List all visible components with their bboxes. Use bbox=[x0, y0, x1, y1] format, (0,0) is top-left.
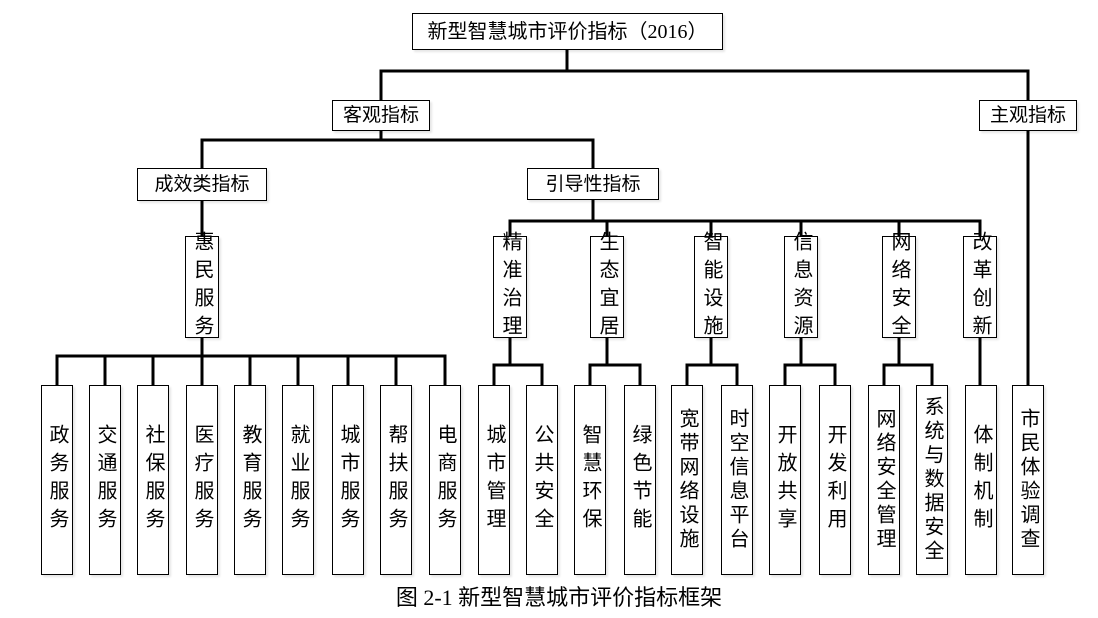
node-label: 政务服务 bbox=[46, 424, 68, 536]
node-effectiveness-indicators: 成效类指标 bbox=[137, 168, 267, 201]
node-assistance-services: 帮扶服务 bbox=[380, 385, 412, 575]
node-label: 城市管理 bbox=[483, 424, 505, 536]
node-network-security: 网络安全 bbox=[882, 231, 916, 343]
node-label: 开放共享 bbox=[774, 424, 796, 536]
node-root: 新型智慧城市评价指标（2016） bbox=[412, 13, 723, 50]
node-subjective-indicators: 主观指标 bbox=[979, 100, 1077, 131]
node-guiding-indicators: 引导性指标 bbox=[527, 168, 659, 200]
node-city-services: 城市服务 bbox=[332, 385, 364, 575]
node-label: 信息资源 bbox=[790, 231, 812, 343]
node-label: 惠民服务 bbox=[191, 231, 213, 343]
node-label: 改革创新 bbox=[969, 231, 991, 343]
node-label: 医疗服务 bbox=[191, 424, 213, 536]
node-label: 教育服务 bbox=[239, 424, 261, 536]
node-label: 电商服务 bbox=[434, 424, 456, 536]
node-label: 精准治理 bbox=[499, 231, 521, 343]
node-label: 公共安全 bbox=[531, 424, 553, 536]
node-government-services: 政务服务 bbox=[41, 385, 73, 575]
node-label: 体制机制 bbox=[970, 424, 992, 536]
node-label: 宽带网络设施 bbox=[676, 408, 698, 552]
node-network-security-management: 网络安全管理 bbox=[868, 385, 900, 575]
node-label: 新型智慧城市评价指标（2016） bbox=[427, 20, 708, 43]
node-open-sharing: 开放共享 bbox=[769, 385, 801, 575]
node-label: 网络安全 bbox=[888, 231, 910, 343]
node-objective-indicators: 客观指标 bbox=[332, 100, 430, 131]
node-label: 智能设施 bbox=[700, 231, 722, 343]
node-eco-livable: 生态宜居 bbox=[590, 231, 624, 343]
node-public-safety: 公共安全 bbox=[526, 385, 558, 575]
node-label: 网络安全管理 bbox=[873, 408, 895, 552]
node-label: 成效类指标 bbox=[154, 174, 250, 195]
node-ecommerce-services: 电商服务 bbox=[429, 385, 461, 575]
node-smart-facilities: 智能设施 bbox=[694, 231, 728, 343]
node-label: 帮扶服务 bbox=[385, 424, 407, 536]
node-institutional-mechanism: 体制机制 bbox=[965, 385, 997, 575]
figure-caption: 图 2-1 新型智慧城市评价指标框架 bbox=[395, 585, 723, 610]
node-label: 城市服务 bbox=[337, 424, 359, 536]
node-spatiotemporal-info-platform: 时空信息平台 bbox=[721, 385, 753, 575]
node-smart-environment: 智慧环保 bbox=[574, 385, 606, 575]
node-citizen-experience-survey: 市民体验调查 bbox=[1012, 385, 1044, 575]
node-label: 主观指标 bbox=[989, 105, 1066, 126]
node-green-energy-saving: 绿色节能 bbox=[624, 385, 656, 575]
node-precise-governance: 精准治理 bbox=[493, 231, 527, 343]
node-system-data-security: 系统与数据安全 bbox=[916, 385, 948, 575]
node-label: 引导性指标 bbox=[545, 173, 641, 195]
node-reform-innovation: 改革创新 bbox=[963, 231, 997, 343]
node-transport-services: 交通服务 bbox=[89, 385, 121, 575]
node-education-services: 教育服务 bbox=[234, 385, 266, 575]
node-broadband-network-facilities: 宽带网络设施 bbox=[671, 385, 703, 575]
node-label: 智慧环保 bbox=[579, 424, 601, 536]
node-label: 社保服务 bbox=[142, 424, 164, 536]
node-label: 开发利用 bbox=[824, 424, 846, 536]
node-social-security-services: 社保服务 bbox=[137, 385, 169, 575]
node-label: 交通服务 bbox=[94, 424, 116, 536]
node-info-resources: 信息资源 bbox=[784, 231, 818, 343]
node-label: 时空信息平台 bbox=[726, 408, 748, 552]
node-development-utilization: 开发利用 bbox=[819, 385, 851, 575]
node-employment-services: 就业服务 bbox=[282, 385, 314, 575]
node-label: 市民体验调查 bbox=[1017, 408, 1039, 552]
node-label: 绿色节能 bbox=[629, 424, 651, 536]
node-label: 客观指标 bbox=[342, 105, 419, 126]
node-label: 就业服务 bbox=[287, 424, 309, 536]
node-label: 生态宜居 bbox=[596, 231, 618, 343]
node-city-management: 城市管理 bbox=[478, 385, 510, 575]
node-benefit-services: 惠民服务 bbox=[185, 231, 219, 343]
node-label: 系统与数据安全 bbox=[921, 396, 943, 564]
node-medical-services: 医疗服务 bbox=[186, 385, 218, 575]
